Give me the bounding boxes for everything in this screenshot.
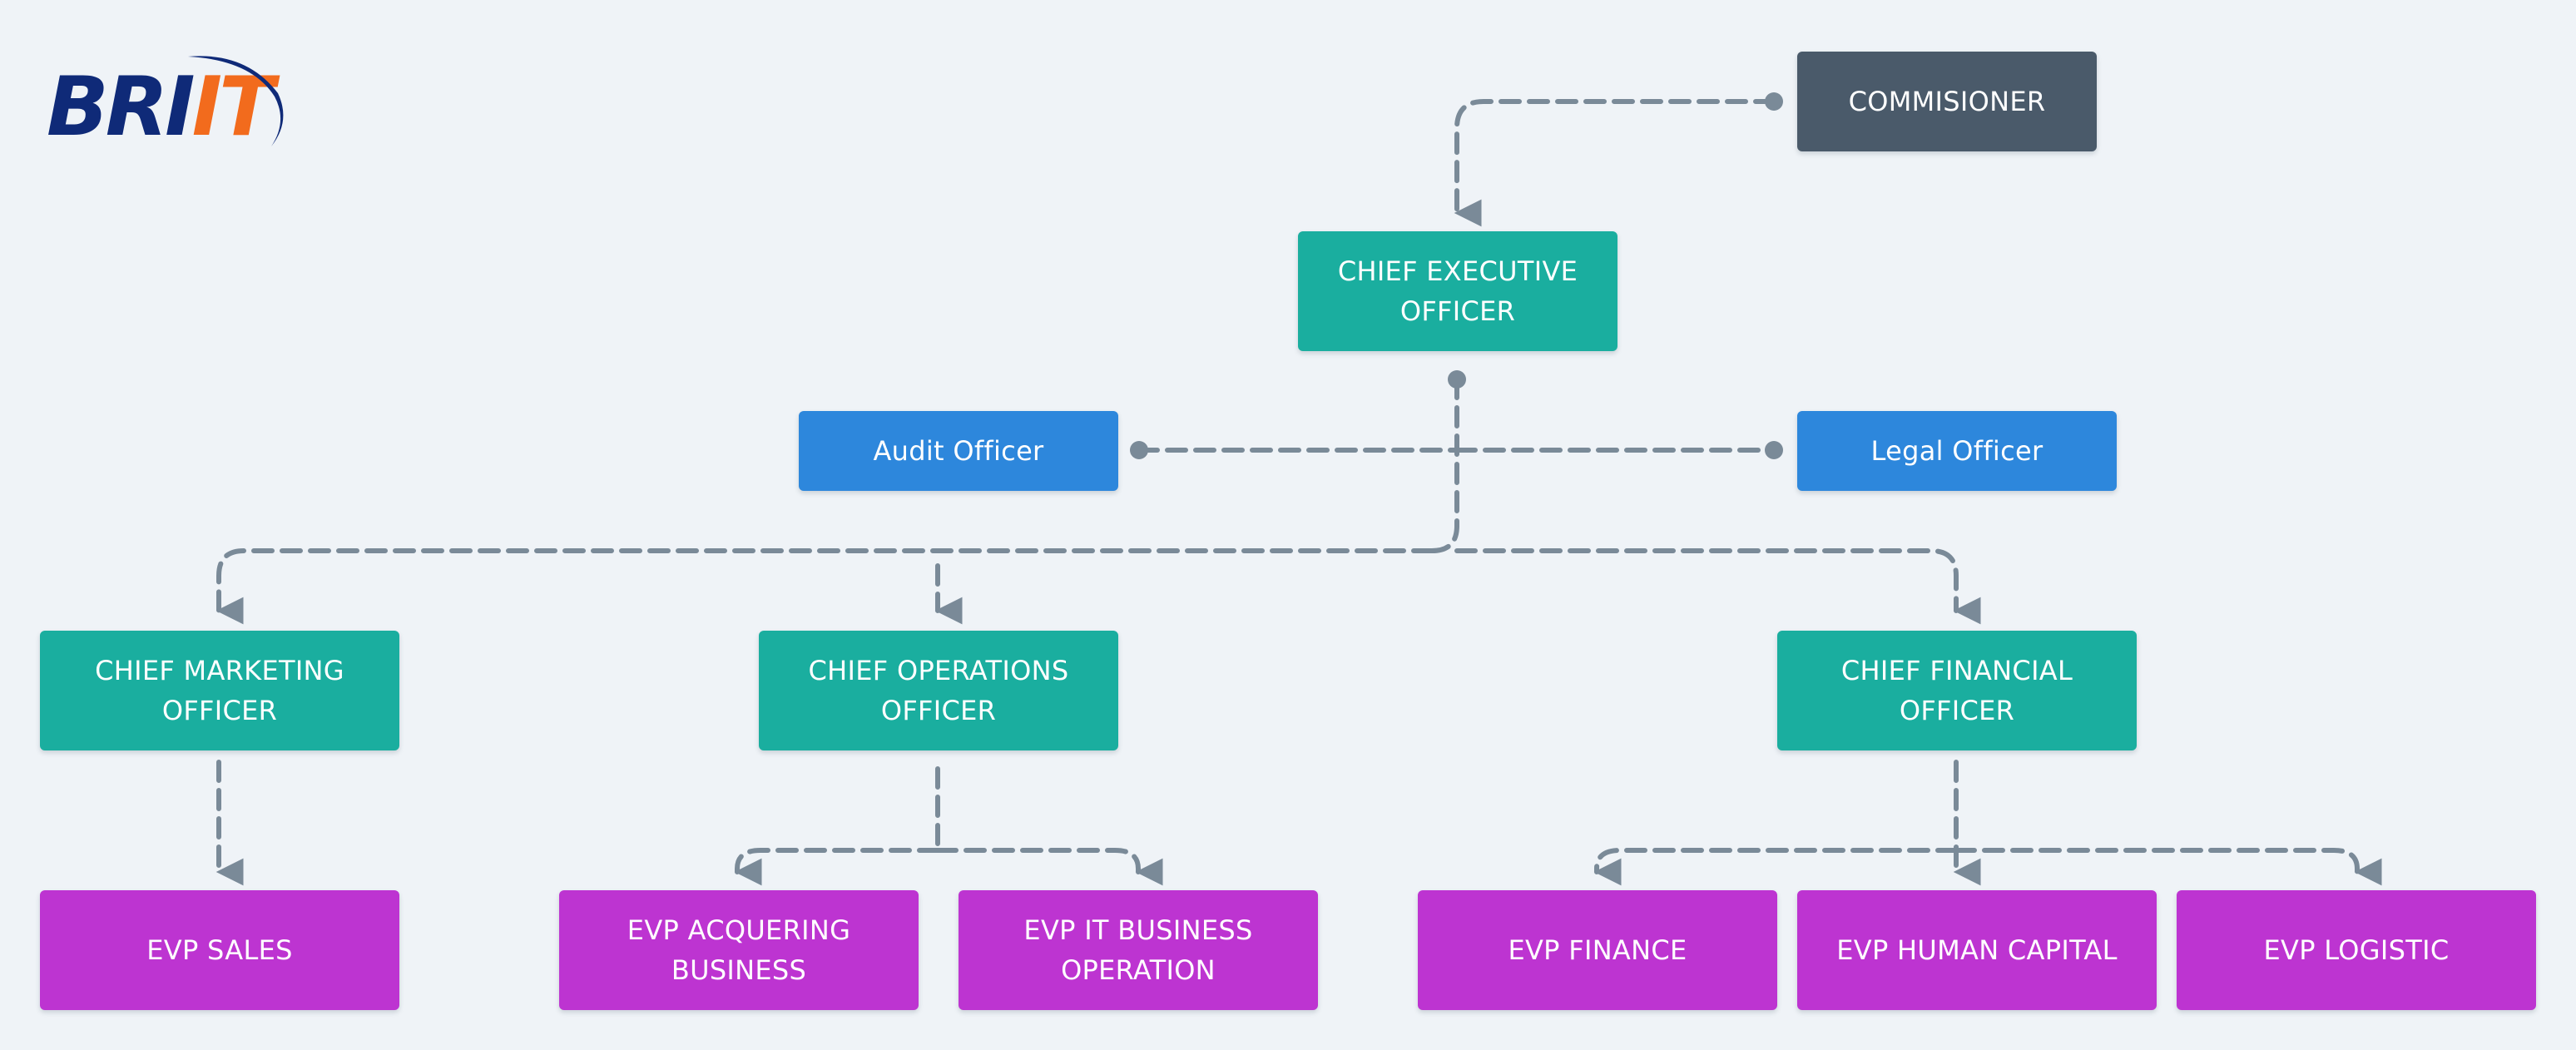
node-chief-executive-officer[interactable]: CHIEF EXECUTIVE OFFICER: [1298, 231, 1617, 351]
node-evp-logistic-label: EVP LOGISTIC: [2263, 934, 2450, 966]
node-evp-human-capital[interactable]: EVP HUMAN CAPITAL: [1797, 890, 2157, 1010]
node-evp-it-business-operation[interactable]: EVP IT BUSINESS OPERATION: [959, 890, 1318, 1010]
node-ceo-line2: OFFICER: [1399, 295, 1516, 327]
connector-cfo-evp-logistic: [1954, 848, 2382, 886]
logo-swoosh-icon: [188, 56, 284, 146]
node-coo-line2: OFFICER: [880, 695, 997, 726]
logo-primary-text: BRI: [47, 60, 194, 150]
node-evp-it-business-line1: EVP IT BUSINESS: [1023, 914, 1253, 946]
node-evp-sales-label: EVP SALES: [146, 934, 293, 966]
node-cfo-line2: OFFICER: [1899, 695, 2015, 726]
connector-ceo-stem: [1429, 377, 1459, 553]
node-evp-logistic[interactable]: EVP LOGISTIC: [2177, 890, 2536, 1010]
connector-coo-evp-acquiring: [734, 848, 940, 886]
connector-commissioner-ceo: [1454, 99, 1776, 227]
svg-text:BRIIT: BRIIT: [47, 60, 280, 150]
brit-logo: BRIIT: [47, 56, 284, 150]
node-evp-acquering-line2: BUSINESS: [671, 954, 807, 986]
connector-ceo-cfo: [1454, 548, 1981, 625]
connector-cfo-evp-finance: [1593, 848, 1959, 886]
connector-dot-ceo: [1448, 370, 1466, 389]
node-evp-human-capital-label: EVP HUMAN CAPITAL: [1836, 934, 2118, 966]
node-cmo-line1: CHIEF MARKETING: [95, 655, 344, 686]
node-legal-officer[interactable]: Legal Officer: [1797, 411, 2117, 491]
connector-coo-evp-it-business: [935, 848, 1163, 886]
node-ceo-line1: CHIEF EXECUTIVE: [1337, 255, 1578, 287]
node-audit-officer[interactable]: Audit Officer: [799, 411, 1118, 491]
node-chief-marketing-officer[interactable]: CHIEF MARKETING OFFICER: [40, 631, 399, 750]
node-commisioner-label: COMMISIONER: [1848, 86, 2046, 117]
node-evp-finance-label: EVP FINANCE: [1508, 934, 1687, 966]
logo-accent-text: IT: [192, 60, 280, 150]
connector-dot-audit-officer: [1130, 441, 1148, 459]
connector-ceo-cmo: [215, 548, 1434, 625]
node-commisioner[interactable]: COMMISIONER: [1797, 52, 2097, 151]
node-evp-finance[interactable]: EVP FINANCE: [1418, 890, 1777, 1010]
node-chief-financial-officer[interactable]: CHIEF FINANCIAL OFFICER: [1777, 631, 2137, 750]
node-evp-it-business-line2: OPERATION: [1061, 954, 1216, 986]
connector-dot-legal-officer: [1765, 441, 1783, 459]
node-chief-operations-officer[interactable]: CHIEF OPERATIONS OFFICER: [759, 631, 1118, 750]
node-cmo-line2: OFFICER: [161, 695, 278, 726]
node-coo-line1: CHIEF OPERATIONS: [808, 655, 1069, 686]
node-evp-acquering-line1: EVP ACQUERING: [627, 914, 851, 946]
node-cfo-line1: CHIEF FINANCIAL: [1840, 655, 2073, 686]
node-evp-acquering-business[interactable]: EVP ACQUERING BUSINESS: [559, 890, 919, 1010]
node-audit-officer-label: Audit Officer: [873, 435, 1044, 467]
node-legal-officer-label: Legal Officer: [1870, 435, 2043, 467]
connector-dot-commissioner: [1765, 92, 1783, 111]
node-evp-sales[interactable]: EVP SALES: [40, 890, 399, 1010]
